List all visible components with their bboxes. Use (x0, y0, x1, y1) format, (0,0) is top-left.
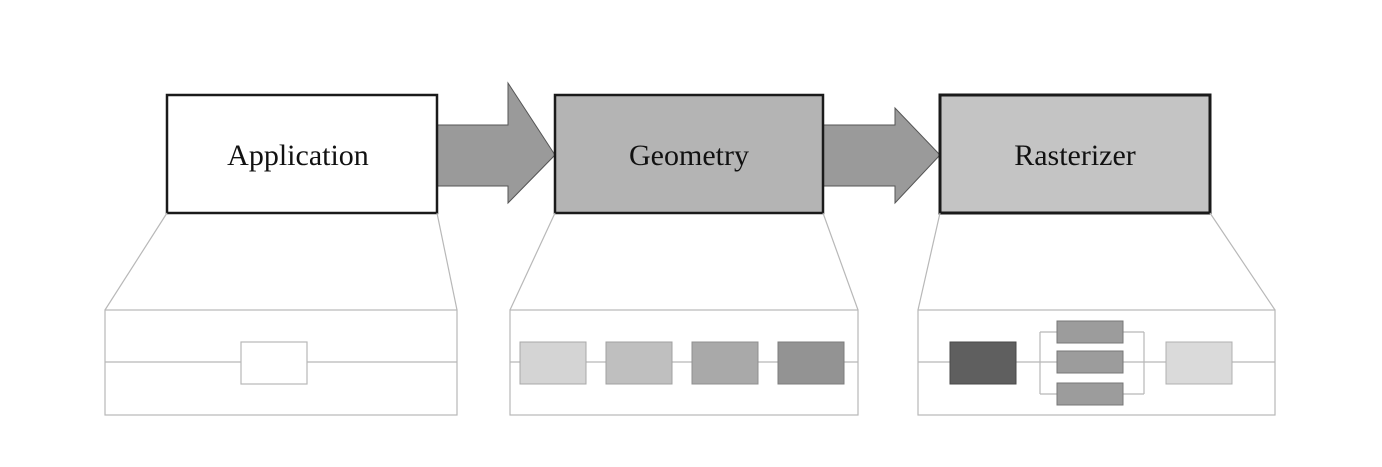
projection-lines (104, 212, 1276, 311)
detail-rasterizer (917, 309, 1276, 416)
stage-rasterizer-box (938, 93, 1212, 215)
rasterizer-parallel-unit-3 (1056, 382, 1124, 406)
arrow-application-to-geometry (436, 81, 556, 205)
stage-geometry-box (553, 93, 825, 215)
rasterizer-parallel-unit-1 (1056, 320, 1124, 344)
geometry-substage-2 (605, 341, 673, 385)
stage-geometry: Geometry (553, 93, 825, 215)
detail-application (104, 309, 458, 416)
detail-application-substage (240, 341, 308, 385)
stage-application-box (165, 93, 439, 215)
geometry-substage-4 (777, 341, 845, 385)
stage-rasterizer-label: Rasterizer (1014, 139, 1136, 172)
stage-application-label: Application (227, 139, 369, 172)
stage-rasterizer: Rasterizer (938, 93, 1212, 215)
rasterizer-input-stage (949, 341, 1017, 385)
stage-application: Application (165, 93, 439, 215)
arrow-geometry-to-rasterizer (822, 106, 941, 205)
rasterizer-output-stage (1165, 341, 1233, 385)
detail-geometry (509, 309, 859, 416)
geometry-substage-3 (691, 341, 759, 385)
geometry-substage-1 (519, 341, 587, 385)
stage-geometry-label: Geometry (629, 139, 749, 172)
rasterizer-parallel-unit-2 (1056, 350, 1124, 374)
